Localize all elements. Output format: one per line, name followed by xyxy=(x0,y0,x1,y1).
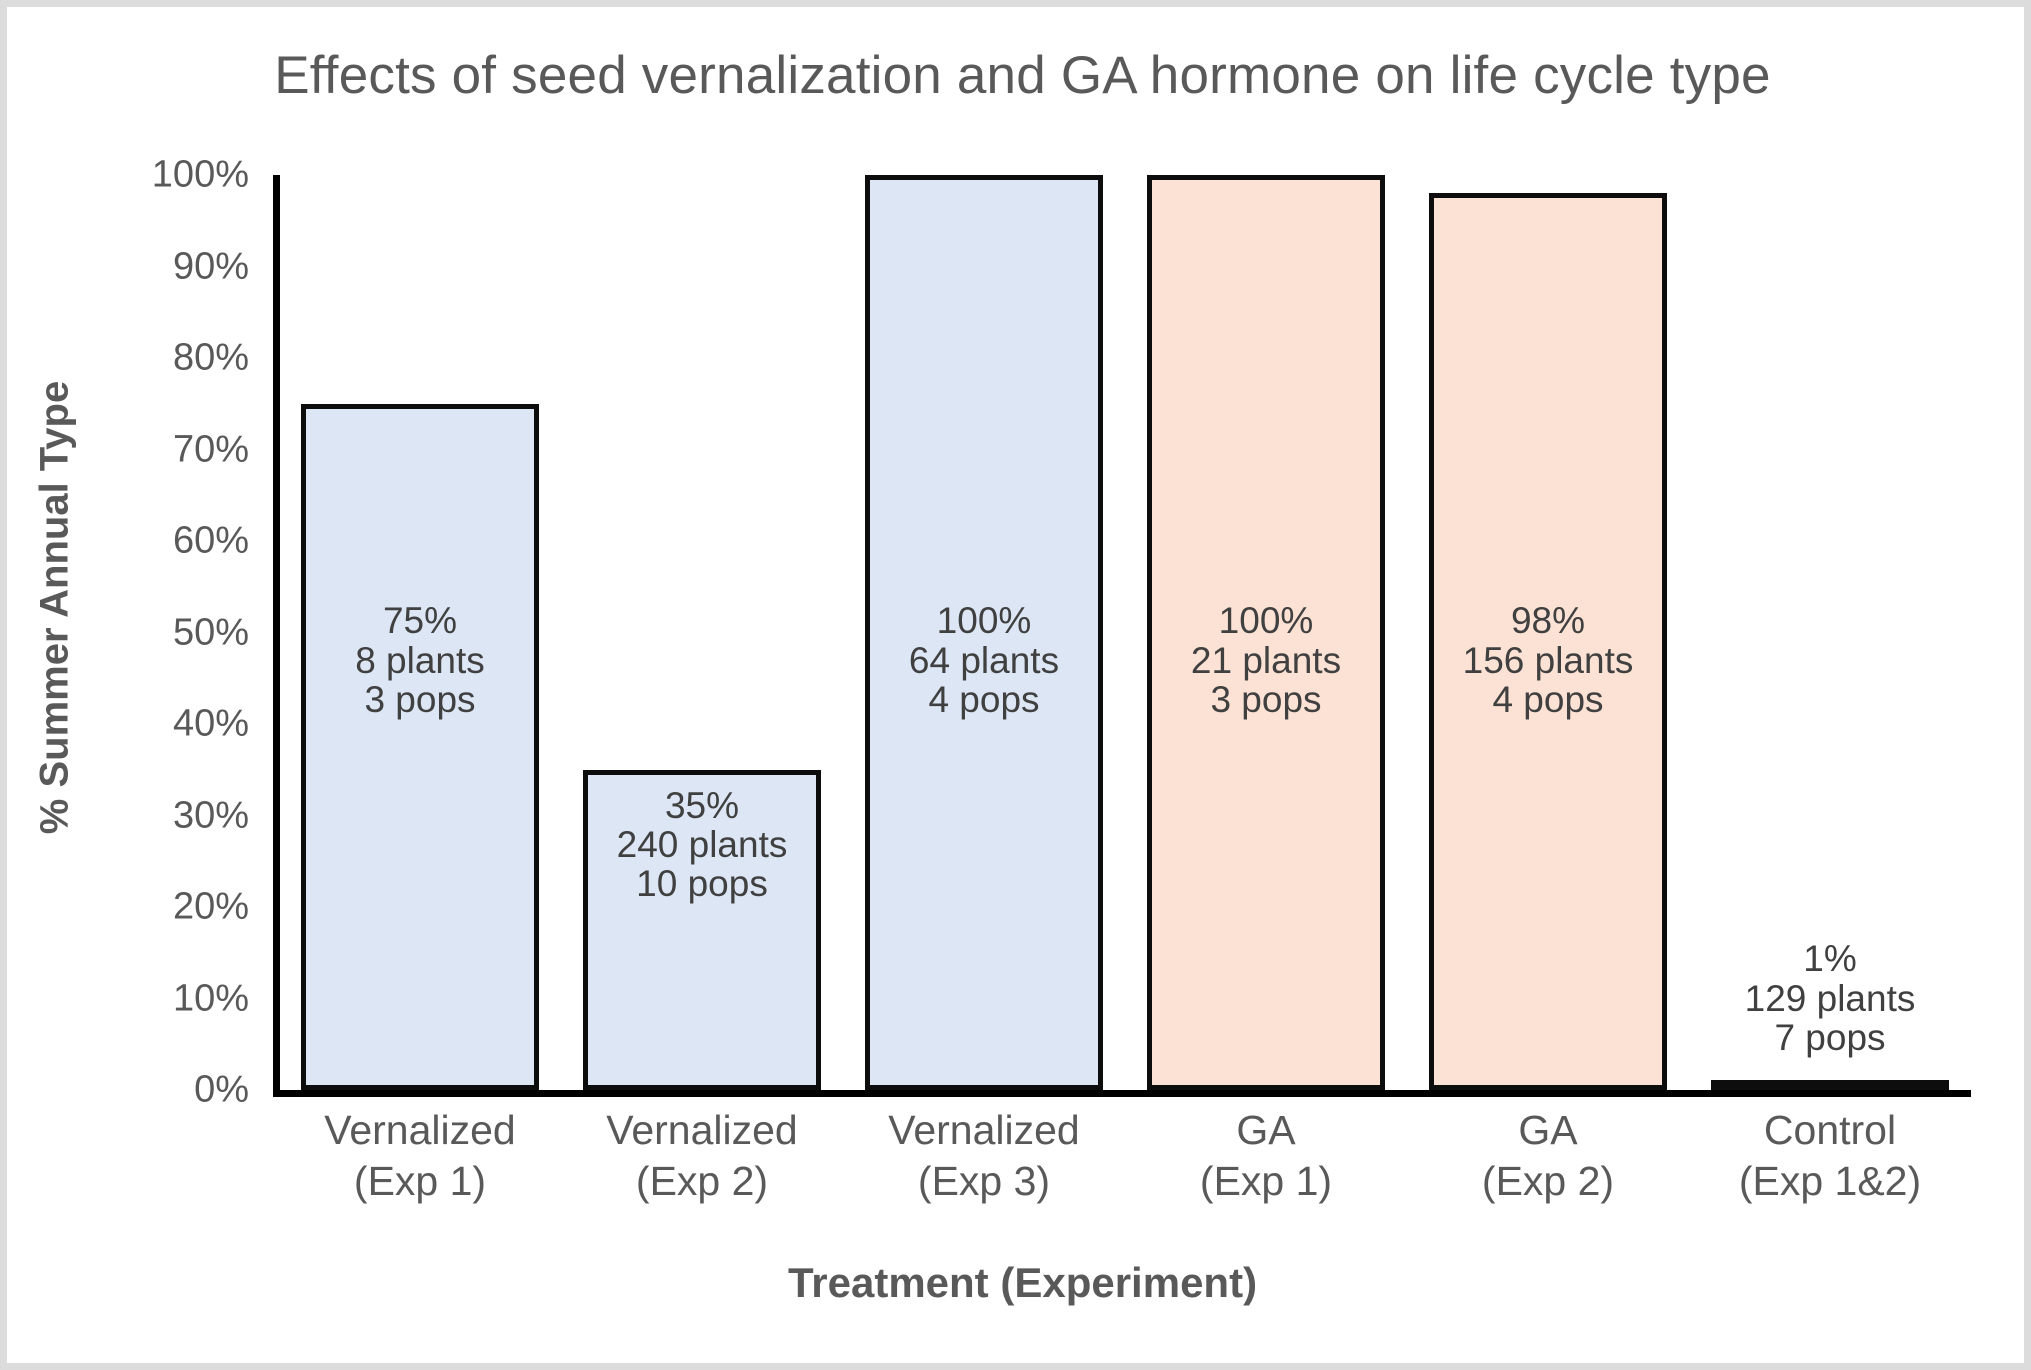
y-axis-tick-0: 0% xyxy=(194,1068,249,1111)
bar-2-plants: 240 plants xyxy=(616,824,788,866)
y-axis-tick-30: 30% xyxy=(172,794,249,836)
x-axis-label-6-line1: Control xyxy=(1763,1107,1897,1153)
bar-2-pct: 35% xyxy=(664,784,740,826)
y-axis-tick-40: 40% xyxy=(172,702,249,745)
y-axis-tick-10: 10% xyxy=(172,977,249,1019)
bar-1-plants: 8 plants xyxy=(355,639,485,681)
bar-1-pct: 75% xyxy=(382,600,458,642)
x-axis-label-3-line2: (Exp 3) xyxy=(917,1158,1051,1205)
x-axis-label-2: Vernalized (Exp 2) xyxy=(561,1105,843,1208)
bar-3-pops: 4 pops xyxy=(928,678,1040,720)
y-axis-line xyxy=(273,175,280,1090)
bar-3-pct: 100% xyxy=(936,600,1032,642)
y-axis-tick-100: 100% xyxy=(151,153,249,196)
x-axis-label-1-line2: (Exp 1) xyxy=(353,1158,487,1205)
x-axis-label-5-line1: GA xyxy=(1518,1107,1578,1153)
bar-4-plants: 21 plants xyxy=(1190,639,1342,681)
chart-title: Effects of seed vernalization and GA hor… xyxy=(274,46,1771,105)
x-axis-label-5: GA (Exp 2) xyxy=(1407,1105,1689,1208)
y-axis-tick-labels: 0% 10% 20% 30% 40% 50% 60% 70% 80% 90% 100% xyxy=(7,154,265,1111)
y-axis-tick-60: 60% xyxy=(172,519,249,562)
x-axis-label-4: GA (Exp 1) xyxy=(1125,1105,1407,1208)
x-axis-label-3: Vernalized (Exp 3) xyxy=(843,1105,1125,1208)
x-axis-label-1-line1: Vernalized xyxy=(324,1107,516,1153)
y-axis-tick-20: 20% xyxy=(172,885,249,928)
x-axis-label-3-line1: Vernalized xyxy=(888,1107,1080,1153)
x-axis-category-labels: Vernalized(Exp 1)Vernalized(Exp 2)Vernal… xyxy=(279,1105,1971,1208)
bar-2-pops: 10 pops xyxy=(636,863,768,905)
x-axis-label-6: Control (Exp 1&2) xyxy=(1689,1105,1971,1208)
bar-1-pops: 3 pops xyxy=(364,678,476,720)
bar-4-pct: 100% xyxy=(1218,600,1314,642)
bar-5-pct: 98% xyxy=(1510,600,1586,642)
bar-6-pct: 1% xyxy=(1803,938,1857,980)
x-axis-label-2-line1: Vernalized xyxy=(606,1107,798,1153)
y-axis-tick-80: 80% xyxy=(172,336,249,379)
x-axis-label-5-line2: (Exp 2) xyxy=(1481,1158,1615,1205)
x-axis-label-2-line2: (Exp 2) xyxy=(635,1158,769,1205)
bar-3-plants: 64 plants xyxy=(908,639,1060,681)
bar-4-pops: 3 pops xyxy=(1210,678,1322,720)
x-axis-label-4-line2: (Exp 1) xyxy=(1199,1158,1333,1205)
y-axis-tick-90: 90% xyxy=(172,245,249,287)
x-axis-title: Treatment (Experiment) xyxy=(787,1259,1258,1306)
y-axis-tick-50: 50% xyxy=(172,611,249,653)
bar-6-pops: 7 pops xyxy=(1774,1016,1886,1058)
bar-6-plants: 129 plants xyxy=(1744,977,1916,1019)
x-axis-label-4-line1: GA xyxy=(1236,1107,1296,1153)
bar-5-pops: 4 pops xyxy=(1492,678,1604,720)
x-axis-label-6-line2: (Exp 1&2) xyxy=(1738,1158,1922,1205)
x-axis-line xyxy=(273,1090,1971,1097)
x-axis-label-1: Vernalized (Exp 1) xyxy=(279,1105,561,1208)
bar-5-plants: 156 plants xyxy=(1462,639,1634,681)
y-axis-tick-70: 70% xyxy=(172,428,249,470)
